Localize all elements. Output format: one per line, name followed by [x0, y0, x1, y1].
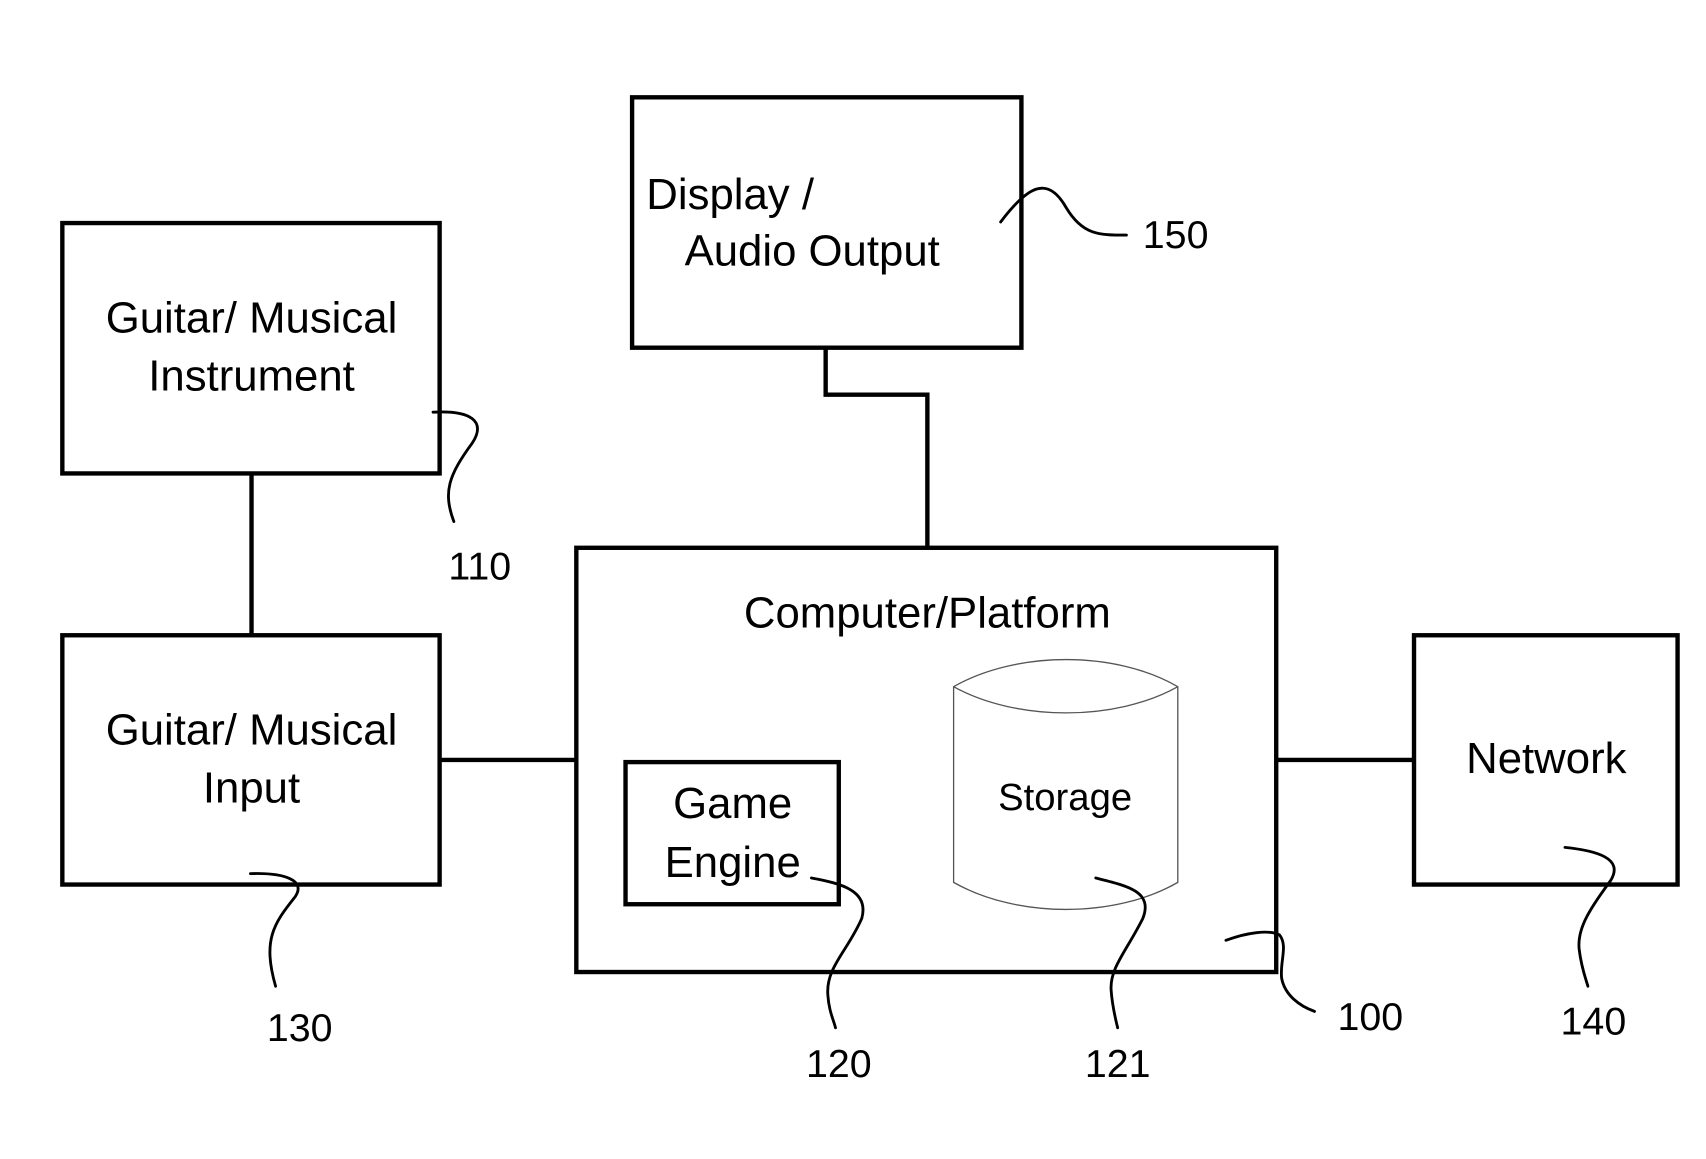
ref-number-150: 150: [1143, 213, 1209, 257]
display-label-line2: Audio Output: [685, 227, 940, 276]
game-engine-label-line2: Engine: [665, 838, 801, 887]
guitar-input-box: [62, 635, 439, 884]
game-engine-label-line1: Game: [673, 779, 792, 828]
input-label-line2: Input: [203, 764, 300, 813]
guitar-instrument-block: Guitar/ Musical Instrument: [62, 223, 439, 473]
computer-platform-label: Computer/Platform: [744, 589, 1111, 638]
game-engine-block: Game Engine: [626, 762, 839, 904]
storage-label: Storage: [998, 776, 1132, 819]
ref-number-130: 130: [267, 1006, 333, 1050]
ref-number-120: 120: [806, 1042, 872, 1086]
input-label-line1: Guitar/ Musical: [106, 706, 398, 755]
ref-number-140: 140: [1561, 999, 1627, 1043]
instrument-label-line2: Instrument: [148, 351, 355, 400]
ref-number-110: 110: [448, 545, 511, 589]
guitar-input-block: Guitar/ Musical Input: [62, 635, 439, 884]
instrument-label-line1: Guitar/ Musical: [106, 293, 398, 342]
guitar-instrument-box: [62, 223, 439, 473]
ref-number-121: 121: [1085, 1042, 1151, 1086]
ref-number-100: 100: [1337, 995, 1403, 1039]
display-label-line1: Display /: [646, 170, 815, 219]
display-audio-output-box: [632, 97, 1021, 347]
network-label: Network: [1466, 734, 1626, 783]
display-audio-output-block: Display / Audio Output: [632, 97, 1021, 347]
leader-line-130: [250, 874, 298, 987]
storage-cylinder: Storage: [954, 660, 1178, 910]
connector-computer-display: [826, 348, 928, 548]
network-block: Network: [1414, 635, 1678, 884]
